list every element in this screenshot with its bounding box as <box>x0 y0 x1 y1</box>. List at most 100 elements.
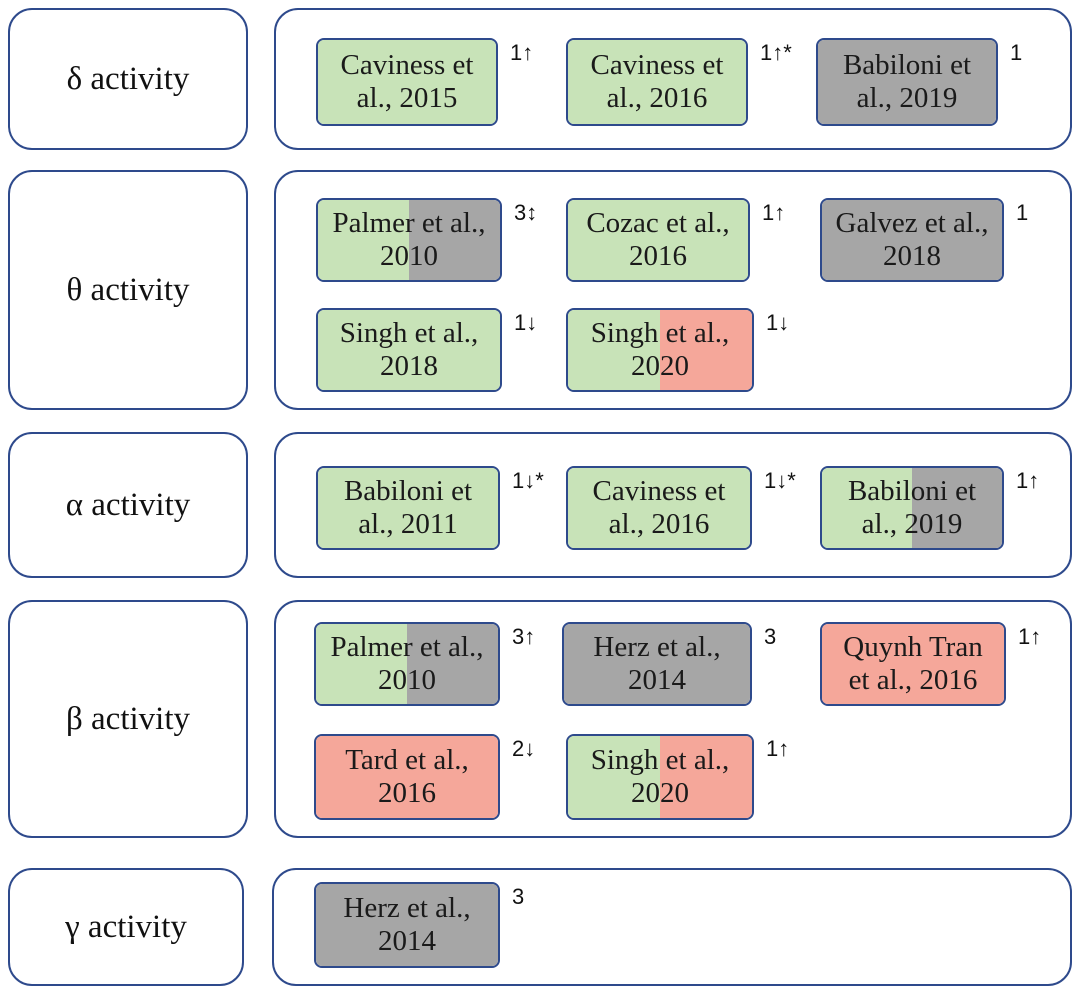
study-citation-line2: al., 2019 <box>856 82 958 114</box>
study-fill-segment <box>407 624 498 704</box>
study-fill-segment <box>316 736 498 818</box>
study-citation-line1: Caviness et <box>340 48 474 81</box>
study-citation-line1: Quynh Tran <box>843 630 983 663</box>
study-citation-line2: 2018 <box>882 240 941 272</box>
study-effect-mark: 1↓* <box>512 468 544 493</box>
study-fill-segment <box>822 624 1004 704</box>
study-effect-mark: 1 <box>1016 200 1029 225</box>
study-effect-mark: 1↑ <box>1016 468 1040 493</box>
study-effect-mark: 1↓* <box>764 468 796 493</box>
study-citation-line2: 2010 <box>377 664 436 696</box>
study-citation: Singh et al.,2020 <box>589 317 732 384</box>
study-box: Singh et al.,2020 <box>566 308 754 392</box>
study-citation-line1: Cozac et al., <box>586 206 730 239</box>
study-citation-line1: Singh et al., <box>590 743 730 776</box>
study-effect-mark: 1↑ <box>766 736 790 761</box>
study-fill-segment <box>564 624 750 704</box>
study-citation-line2: al., 2015 <box>356 82 458 114</box>
study-citation-line1: Caviness et <box>592 474 726 507</box>
study-citation-line1: Babiloni et <box>847 474 977 507</box>
study-effect-mark: 1↓ <box>514 310 538 335</box>
study-citation: Singh et al.,2018 <box>338 317 481 384</box>
study-fill-segment <box>318 40 496 124</box>
study-citation-line2: 2014 <box>627 664 686 696</box>
band-label: γ activity <box>65 908 187 945</box>
band-label-box: δ activity <box>8 8 248 150</box>
study-citation-line2: al., 2011 <box>358 508 458 540</box>
band-label-box: β activity <box>8 600 248 838</box>
study-citation: Herz et al.,2014 <box>341 892 472 959</box>
study-fill-segment <box>822 468 912 548</box>
study-fill-segment <box>912 468 1002 548</box>
band-label-box: γ activity <box>8 868 244 986</box>
study-citation-line2: 2020 <box>630 350 689 382</box>
study-fill-segment <box>409 200 500 280</box>
study-fill-segment <box>568 310 660 390</box>
study-citation: Herz et al.,2014 <box>591 631 722 698</box>
study-citation-line2: al., 2019 <box>861 508 963 540</box>
band-label: α activity <box>65 486 191 523</box>
band-label: δ activity <box>66 60 190 97</box>
study-citation-line1: Babiloni et <box>343 474 473 507</box>
study-effect-mark: 3 <box>512 884 525 909</box>
study-fill-segment <box>660 736 752 818</box>
study-citation: Cozac et al.,2016 <box>584 207 731 274</box>
study-citation-line2: 2016 <box>628 240 687 272</box>
study-citation-line2: 2020 <box>630 777 689 809</box>
study-fill-segment <box>318 468 498 548</box>
study-citation: Singh et al.,2020 <box>589 744 732 811</box>
study-effect-mark: 3↕ <box>514 200 538 225</box>
study-fill-segment <box>568 40 746 124</box>
study-effect-mark: 3↑ <box>512 624 536 649</box>
band-label-box: θ activity <box>8 170 248 410</box>
study-citation-line1: Herz et al., <box>343 891 471 924</box>
study-effect-mark: 1↑ <box>1018 624 1042 649</box>
study-citation-line1: Singh et al., <box>339 316 479 349</box>
study-effect-mark: 1 <box>1010 40 1023 65</box>
study-effect-mark: 3 <box>764 624 777 649</box>
study-effect-mark: 1↑ <box>510 40 534 65</box>
study-citation-line2: 2016 <box>377 777 436 809</box>
band-label: θ activity <box>66 271 190 308</box>
study-citation-line2: 2018 <box>379 350 438 382</box>
study-citation-line2: 2014 <box>377 925 436 957</box>
study-box: Tard et al.,2016 <box>314 734 500 820</box>
study-fill-segment <box>818 40 996 124</box>
study-citation-line1: Caviness et <box>590 48 724 81</box>
study-citation-line1: Palmer et al., <box>330 630 484 663</box>
study-box: Palmer et al.,2010 <box>314 622 500 706</box>
study-citation-line1: Tard et al., <box>345 743 469 776</box>
study-box: Cozac et al.,2016 <box>566 198 750 282</box>
study-citation-line1: Palmer et al., <box>332 206 486 239</box>
study-fill-segment <box>318 310 500 390</box>
band-label-box: α activity <box>8 432 248 578</box>
study-box: Palmer et al.,2010 <box>316 198 502 282</box>
study-box: Herz et al.,2014 <box>562 622 752 706</box>
study-fill-segment <box>822 200 1002 280</box>
study-fill-segment <box>568 468 750 548</box>
study-citation-line2: 2010 <box>379 240 438 272</box>
study-box: Singh et al.,2020 <box>566 734 754 820</box>
study-citation: Galvez et al.,2018 <box>834 207 991 274</box>
study-box: Galvez et al.,2018 <box>820 198 1004 282</box>
study-effect-mark: 1↑ <box>762 200 786 225</box>
study-effect-mark: 1↑* <box>760 40 792 65</box>
study-fill-segment <box>568 736 660 818</box>
study-box: Herz et al.,2014 <box>314 882 500 968</box>
study-fill-segment <box>318 200 409 280</box>
study-citation: Palmer et al.,2010 <box>330 207 487 274</box>
study-citation-line1: Herz et al., <box>593 630 721 663</box>
study-citation-line1: Singh et al., <box>590 316 730 349</box>
band-label: β activity <box>65 700 190 737</box>
